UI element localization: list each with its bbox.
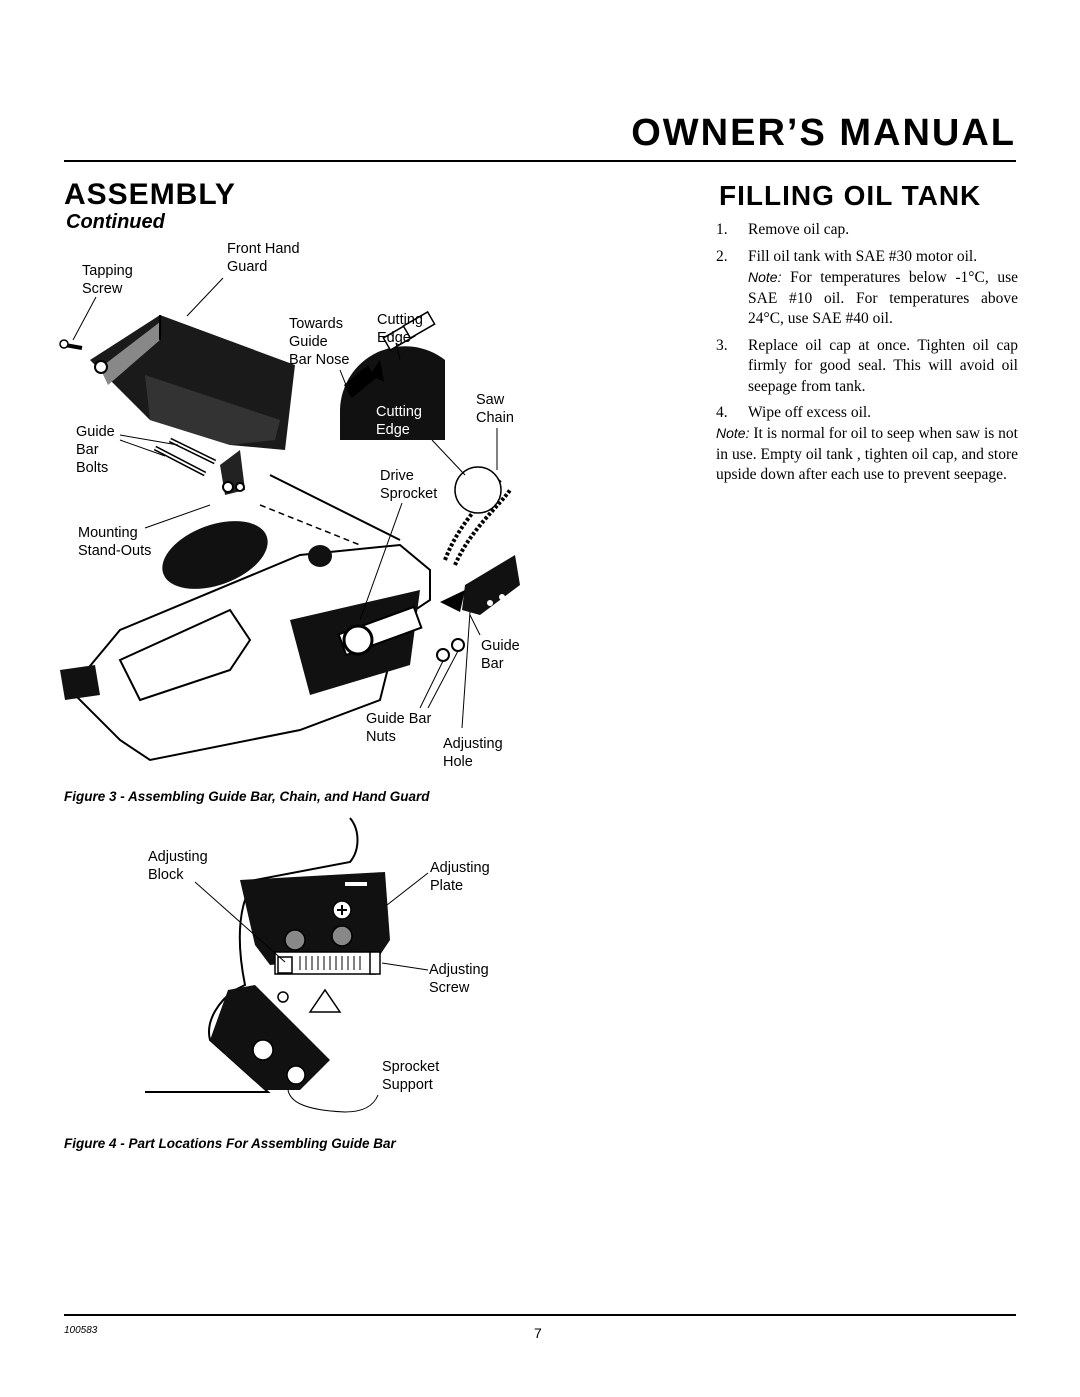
label-adjusting-hole: Adjusting Hole <box>443 736 503 770</box>
label-tapping-screw: Tapping Screw <box>82 263 133 297</box>
note-text: It is normal for oil to seep when saw is… <box>716 425 1018 483</box>
step-number: 1. <box>716 221 728 238</box>
saw-chain-shape <box>443 466 512 566</box>
label-adjusting-plate: Adjusting Plate <box>430 860 490 894</box>
storage-note: Note: It is normal for oil to seep when … <box>716 423 1018 486</box>
guide-bar-bolts-shape <box>153 437 217 477</box>
note-label: Note: <box>716 425 750 441</box>
step-item: 1. Remove oil cap. <box>716 220 1018 241</box>
step-text: Wipe off excess oil. <box>748 404 872 421</box>
step-number: 4. <box>716 404 728 421</box>
label-guide-bar: Guide Bar <box>481 638 520 672</box>
section-heading-filling-oil-tank: FILLING OIL TANK <box>719 180 982 211</box>
front-hand-guard-shape <box>90 315 295 450</box>
document-title: OWNER’S MANUAL <box>631 112 1016 154</box>
label-saw-chain: Saw Chain <box>476 392 514 426</box>
figure-3-caption: Figure 3 - Assembling Guide Bar, Chain, … <box>64 789 430 804</box>
oil-tank-steps: 1. Remove oil cap. 2. Fill oil tank with… <box>716 220 1018 430</box>
step-item: 4. Wipe off excess oil. <box>716 403 1018 424</box>
label-towards-guide-bar-nose: Towards Guide Bar Nose <box>289 316 350 368</box>
label-cutting-edge: Cutting Edge <box>377 312 423 346</box>
header-rule <box>64 160 1016 162</box>
cutting-edge-inset <box>340 310 445 440</box>
step-number: 2. <box>716 247 728 265</box>
label-guide-bar-nuts: Guide Bar Nuts <box>366 711 432 745</box>
page-number: 7 <box>534 1325 542 1341</box>
figure-4-caption: Figure 4 - Part Locations For Assembling… <box>64 1136 396 1151</box>
step-number: 3. <box>716 336 728 354</box>
section-heading-assembly: ASSEMBLY <box>64 178 236 211</box>
step-item: 2. Fill oil tank with SAE #30 motor oil.… <box>716 247 1018 330</box>
step-item: 3. Replace oil cap at once. Tighten oil … <box>716 336 1018 398</box>
label-drive-sprocket: Drive Sprocket <box>380 468 438 502</box>
label-adjusting-block: Adjusting Block <box>148 849 208 883</box>
label-guide-bar-bolts: Guide Bar Bolts <box>76 424 115 476</box>
step-note-label: Note: <box>748 269 782 285</box>
label-front-hand-guard: Front Hand Guard <box>227 241 300 275</box>
adjusting-block-shape <box>277 956 293 974</box>
sprocket-support-shape <box>145 817 359 1093</box>
adjusting-plate-shape <box>240 872 390 965</box>
label-mounting-stand-outs: Mounting Stand-Outs <box>78 525 152 559</box>
drive-sprocket-shape <box>337 605 423 657</box>
step-text: Remove oil cap. <box>748 221 850 238</box>
guide-bar-shape <box>440 555 520 615</box>
section-subheading-continued: Continued <box>66 211 165 233</box>
document-code: 100583 <box>64 1325 98 1336</box>
label-sprocket-support: Sprocket Support <box>382 1059 440 1093</box>
footer-rule <box>64 1314 1016 1316</box>
label-adjusting-screw: Adjusting Screw <box>429 962 489 996</box>
step-text: Fill oil tank with SAE #30 motor oil. <box>748 247 978 265</box>
label-cutting-edge-inset: Cutting Edge <box>376 404 422 438</box>
tapping-screw-shape <box>59 339 83 350</box>
adjusting-screw-shape <box>274 951 381 975</box>
step-note-text: For temperatures below -1°C, use SAE #10… <box>748 269 1018 327</box>
step-text: Replace oil cap at once. Tighten oil cap… <box>748 336 1018 395</box>
